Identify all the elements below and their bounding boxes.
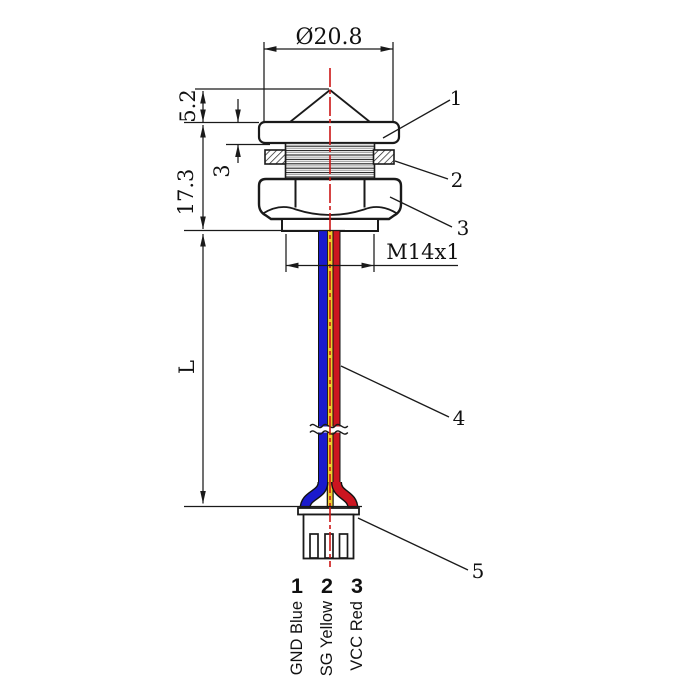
pin-slot-2 (324, 533, 334, 559)
dim-tip-height: 5.2 (176, 89, 200, 122)
pin-number-2: 2 (321, 574, 333, 598)
pin-number-3: 3 (351, 574, 363, 598)
connector-top-bar (297, 507, 360, 516)
wire-blue-tail (300, 481, 328, 510)
washer-left-section (264, 149, 287, 165)
callout-2-washer: 2 (451, 168, 464, 192)
cable-bundle (299, 230, 359, 510)
washer-right-section (372, 149, 395, 165)
leader-5 (357, 517, 469, 571)
connector-housing (297, 507, 360, 560)
dim-head-diameter: Ø20.8 (295, 25, 362, 50)
callout-5-connector: 5 (472, 559, 485, 583)
mounting-flange (257, 120, 401, 145)
dim-thread-spec: M14x1 (386, 240, 459, 264)
dim-body-height: 17.3 (174, 169, 198, 216)
pin-label-vcc-red: VCC Red (348, 601, 366, 671)
pin-label-gnd-blue: GND Blue (288, 601, 306, 675)
cone-tip-left-edge (289, 89, 331, 123)
dimension-lines (184, 42, 458, 508)
break-squiggle-bottom (309, 430, 349, 435)
break-squiggle-top (309, 423, 349, 429)
callout-leaders (340, 99, 469, 571)
wire-red-tail (332, 481, 358, 510)
pin-number-1: 1 (291, 574, 303, 598)
leader-2 (394, 160, 449, 180)
dim-flange-thickness: 3 (210, 164, 234, 177)
callout-1-flange: 1 (450, 86, 463, 110)
leader-4 (340, 365, 450, 418)
pin-slot-1 (309, 533, 319, 559)
leader-3 (389, 196, 453, 228)
pin-slot-3 (338, 533, 349, 559)
dim-cable-length: L (175, 360, 199, 374)
wire-blue (318, 230, 328, 484)
sensor-body (257, 89, 403, 232)
leader-1 (382, 99, 451, 139)
pin-label-sg-yellow: SG Yellow (318, 601, 336, 676)
callout-3-nut: 3 (457, 216, 470, 240)
wire-red (332, 230, 341, 484)
cone-tip-right-edge (329, 89, 371, 123)
callout-4-cable: 4 (453, 406, 466, 430)
